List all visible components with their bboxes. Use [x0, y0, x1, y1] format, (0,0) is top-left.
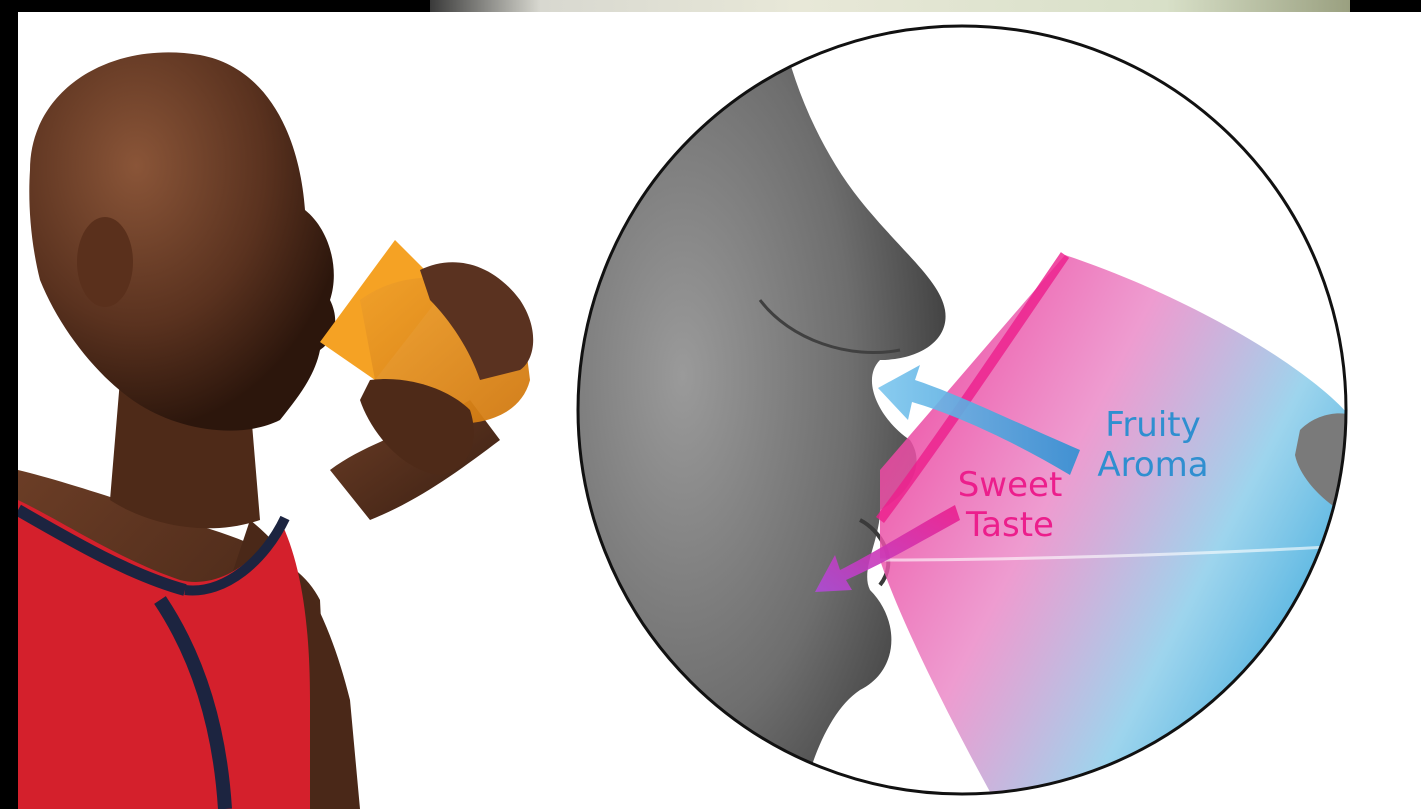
illustration: Fruity Aroma Sweet Taste [18, 12, 1421, 809]
fruity-aroma-line2: Aroma [1083, 445, 1223, 485]
man-figure [18, 52, 533, 809]
top-strip [430, 0, 1350, 12]
sweet-taste-label: Sweet Taste [920, 465, 1100, 545]
sweet-taste-line1: Sweet [920, 465, 1100, 505]
fruity-aroma-line1: Fruity [1083, 405, 1223, 445]
fruity-aroma-label: Fruity Aroma [1083, 405, 1223, 485]
sweet-taste-line2: Taste [920, 505, 1100, 545]
